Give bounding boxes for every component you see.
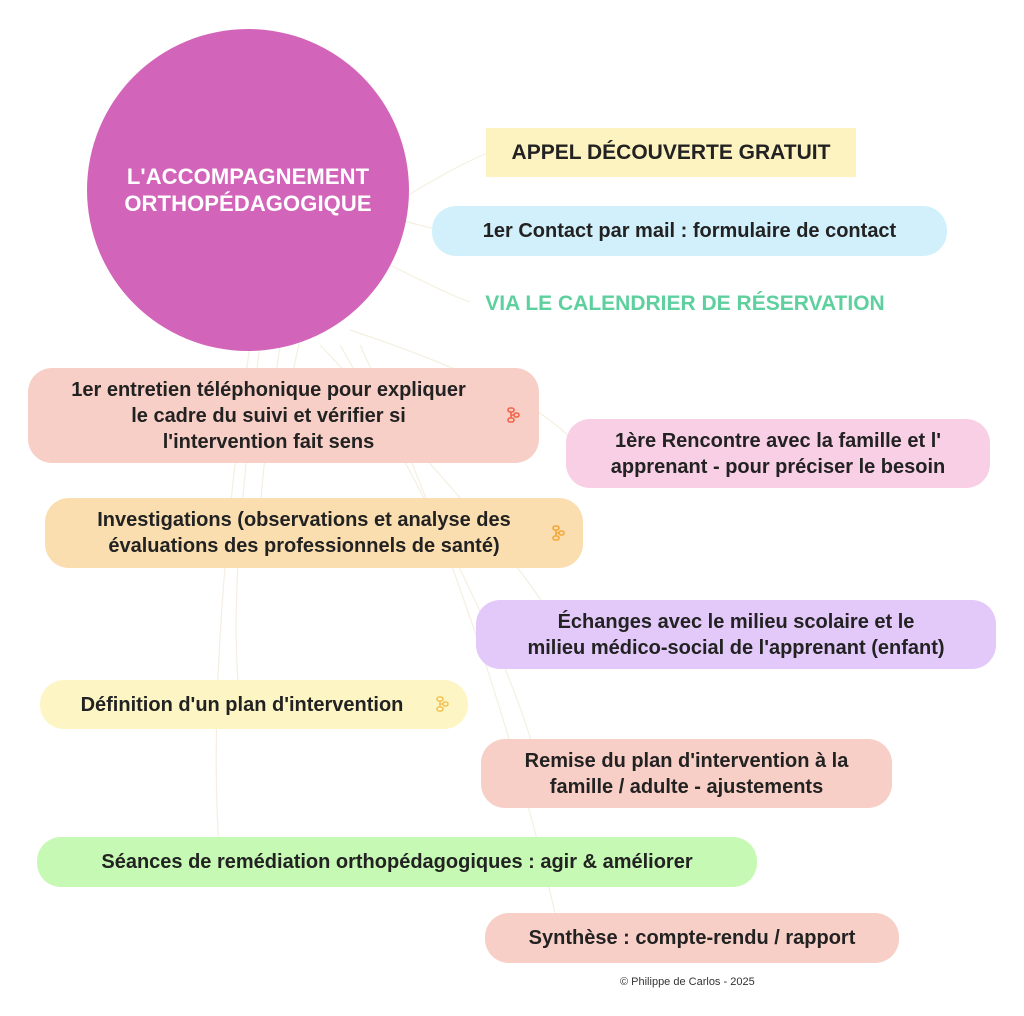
- copyright-footer: © Philippe de Carlos - 2025: [620, 976, 755, 988]
- node-label: Définition d'un plan d'intervention: [80, 693, 404, 716]
- central-topic[interactable]: L'ACCOMPAGNEMENT ORTHOPÉDAGOGIQUE: [87, 29, 409, 351]
- branch-icon[interactable]: [551, 525, 565, 541]
- node-premier-contact[interactable]: 1er Contact par mail : formulaire de con…: [432, 206, 947, 256]
- node-label: Remise du plan d'intervention à la famil…: [524, 749, 849, 798]
- node-label: APPEL DÉCOUVERTE GRATUIT: [511, 140, 831, 164]
- central-topic-title: L'ACCOMPAGNEMENT ORTHOPÉDAGOGIQUE: [124, 164, 372, 216]
- node-premiere-rencontre[interactable]: 1ère Rencontre avec la famille et l' app…: [566, 419, 990, 488]
- node-label: 1er Contact par mail : formulaire de con…: [482, 220, 897, 242]
- node-entretien-telephonique[interactable]: 1er entretien téléphonique pour explique…: [28, 368, 539, 463]
- node-remise-plan[interactable]: Remise du plan d'intervention à la famil…: [481, 739, 892, 808]
- node-synthese[interactable]: Synthèse : compte-rendu / rapport: [485, 913, 899, 963]
- node-label: 1ère Rencontre avec la famille et l' app…: [610, 429, 946, 478]
- node-label: Séances de remédiation orthopédagogiques…: [101, 851, 693, 873]
- node-label: Synthèse : compte-rendu / rapport: [528, 927, 856, 949]
- node-definition-plan[interactable]: Définition d'un plan d'intervention: [40, 680, 468, 729]
- node-echanges-milieu[interactable]: Échanges avec le milieu scolaire et le m…: [476, 600, 996, 669]
- node-investigations[interactable]: Investigations (observations et analyse …: [45, 498, 583, 568]
- node-seances-remediation[interactable]: Séances de remédiation orthopédagogiques…: [37, 837, 757, 887]
- node-label: Échanges avec le milieu scolaire et le m…: [527, 610, 945, 659]
- node-calendrier-reservation[interactable]: VIA LE CALENDRIER DE RÉSERVATION: [455, 288, 915, 320]
- node-appel-decouverte[interactable]: APPEL DÉCOUVERTE GRATUIT: [486, 128, 856, 177]
- branch-icon[interactable]: [435, 696, 449, 712]
- node-label: 1er entretien téléphonique pour explique…: [71, 378, 466, 453]
- node-label: VIA LE CALENDRIER DE RÉSERVATION: [485, 292, 885, 315]
- node-label: Investigations (observations et analyse …: [97, 509, 511, 557]
- branch-icon[interactable]: [506, 407, 520, 423]
